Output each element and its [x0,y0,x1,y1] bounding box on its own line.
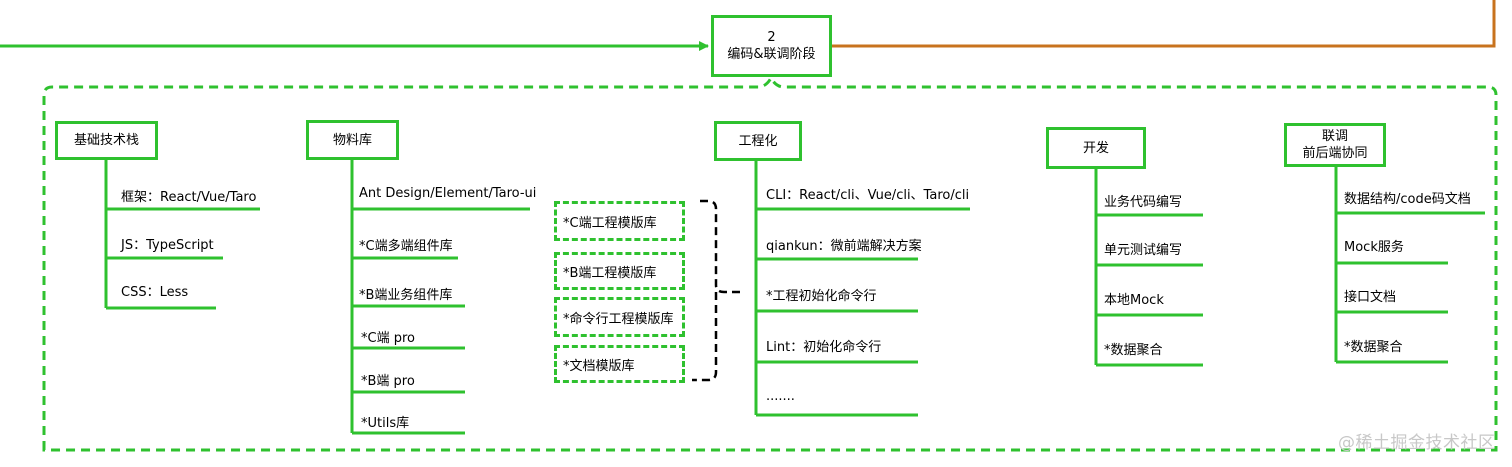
group-engineering-label: 工程化 [738,133,778,149]
material-item-2: *C端多端组件库 [359,239,453,254]
group-dev-title[interactable]: 开发 [1046,127,1146,169]
templates-bracket [692,199,740,382]
template-cli[interactable]: *命令行工程模版库 [554,297,685,337]
material-item-3: *B端业务组件库 [359,288,453,303]
collab-item-4: *数据聚合 [1344,340,1403,355]
engineering-item-2: qiankun：微前端解决方案 [766,239,922,254]
tree-lines-dev [1094,168,1203,367]
collab-item-3: 接口文档 [1344,290,1397,305]
stack-item-1: 框架：React/Vue/Taro [121,190,257,205]
engineering-item-4: Lint：初始化命令行 [766,340,882,355]
engineering-item-1: CLI：React/cli、Vue/cli、Taro/cli [766,188,970,203]
phase-title: 编码&联调阶段 [727,47,816,62]
template-c-label: *C端工程模版库 [563,215,657,231]
group-collab-label-2: 前后端协同 [1302,146,1368,161]
tree-lines-stack [104,157,260,310]
tree-lines-material [350,159,530,435]
template-docs[interactable]: *文档模版库 [554,345,685,383]
stack-item-2: JS：TypeScript [121,238,214,253]
engineering-item-5: ....... [766,389,795,404]
template-cli-label: *命令行工程模版库 [563,311,674,327]
phase-number: 2 [767,30,776,45]
material-item-5: *B端 pro [361,374,415,389]
watermark: @稀土掘金技术社区 [1338,433,1496,453]
group-material-label: 物料库 [332,132,372,148]
template-c[interactable]: *C端工程模版库 [554,201,685,241]
phase-container-brace [42,74,1498,452]
group-engineering-title[interactable]: 工程化 [714,121,802,161]
engineering-item-3: *工程初始化命令行 [766,289,877,304]
dev-item-1: 业务代码编写 [1104,195,1183,210]
material-item-4: *C端 pro [361,331,415,346]
collab-item-2: Mock服务 [1344,240,1404,255]
dev-item-4: *数据聚合 [1104,343,1163,358]
group-collab-label-1: 联调 [1321,129,1348,144]
tree-lines-collab [1334,166,1485,364]
group-dev-label: 开发 [1082,140,1109,156]
template-docs-label: *文档模版库 [563,358,635,374]
outgoing-line [831,0,1496,48]
template-b[interactable]: *B端工程模版库 [554,252,685,290]
dev-item-3: 本地Mock [1104,293,1164,308]
group-material-title[interactable]: 物料库 [306,120,399,160]
group-collab-title[interactable]: 联调 前后端协同 [1284,123,1386,167]
template-b-label: *B端工程模版库 [563,265,657,281]
stack-item-3: CSS：Less [121,285,189,300]
dev-item-2: 单元测试编写 [1104,243,1183,258]
collab-item-1: 数据结构/code码文档 [1344,192,1471,207]
phase-node[interactable]: 2 编码&联调阶段 [711,15,832,77]
material-item-1: Ant Design/Element/Taro-ui [359,186,537,201]
tree-lines-engineering [754,160,970,417]
group-stack-title[interactable]: 基础技术栈 [55,121,158,160]
material-item-6: *Utils库 [361,416,410,431]
group-stack-label: 基础技术栈 [73,133,139,148]
